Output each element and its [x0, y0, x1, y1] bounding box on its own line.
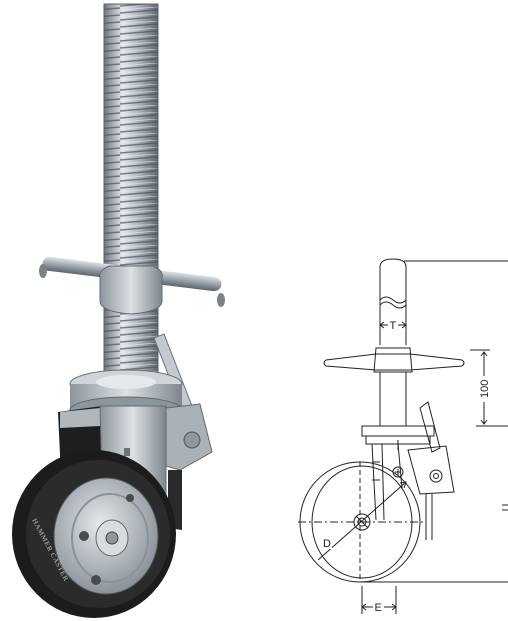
- threaded-rod: [103, 3, 159, 385]
- dimension-label-t: T: [390, 320, 397, 332]
- dimension-label-d: D: [323, 538, 331, 550]
- dimension-labels: T 100 D E: [322, 318, 491, 614]
- dimension-label-e: E: [375, 602, 382, 614]
- dimension-label-100: 100: [479, 380, 491, 398]
- technical-drawing: [298, 258, 508, 614]
- caster-photo: HAMMER CASTER: [12, 3, 225, 618]
- wheel: HAMMER CASTER: [12, 450, 176, 618]
- t-handle: [39, 256, 225, 315]
